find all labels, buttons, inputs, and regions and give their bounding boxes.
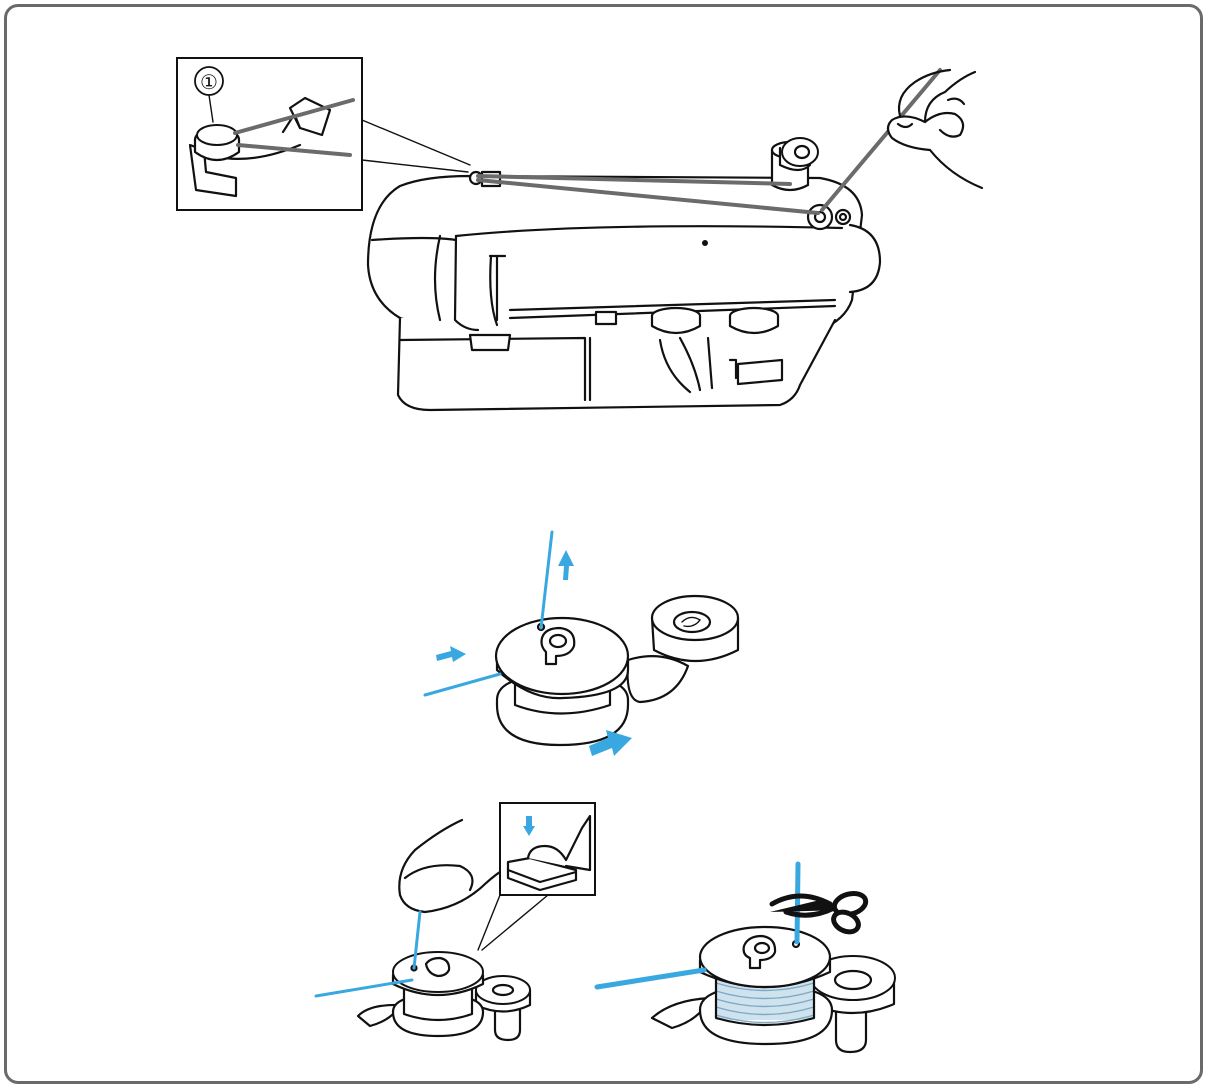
wound-bobbin-icon: [652, 927, 895, 1052]
bobbin-icon: [358, 952, 530, 1040]
bobbin-icon: [496, 618, 628, 745]
cut-thread-panel: [597, 864, 895, 1052]
thread-guide-inset-icon: ①: [177, 58, 362, 210]
sewing-machine-panel: ①: [177, 58, 982, 410]
callout-number: ①: [200, 70, 218, 94]
sewing-machine-icon: [368, 70, 940, 410]
hand-icon: [888, 70, 982, 188]
foot-controller-inset-icon: [500, 803, 595, 895]
bobbin-winding-panel: [425, 532, 738, 756]
winder-stopper-icon: [628, 596, 739, 702]
foot-pedal-panel: [316, 803, 595, 1040]
